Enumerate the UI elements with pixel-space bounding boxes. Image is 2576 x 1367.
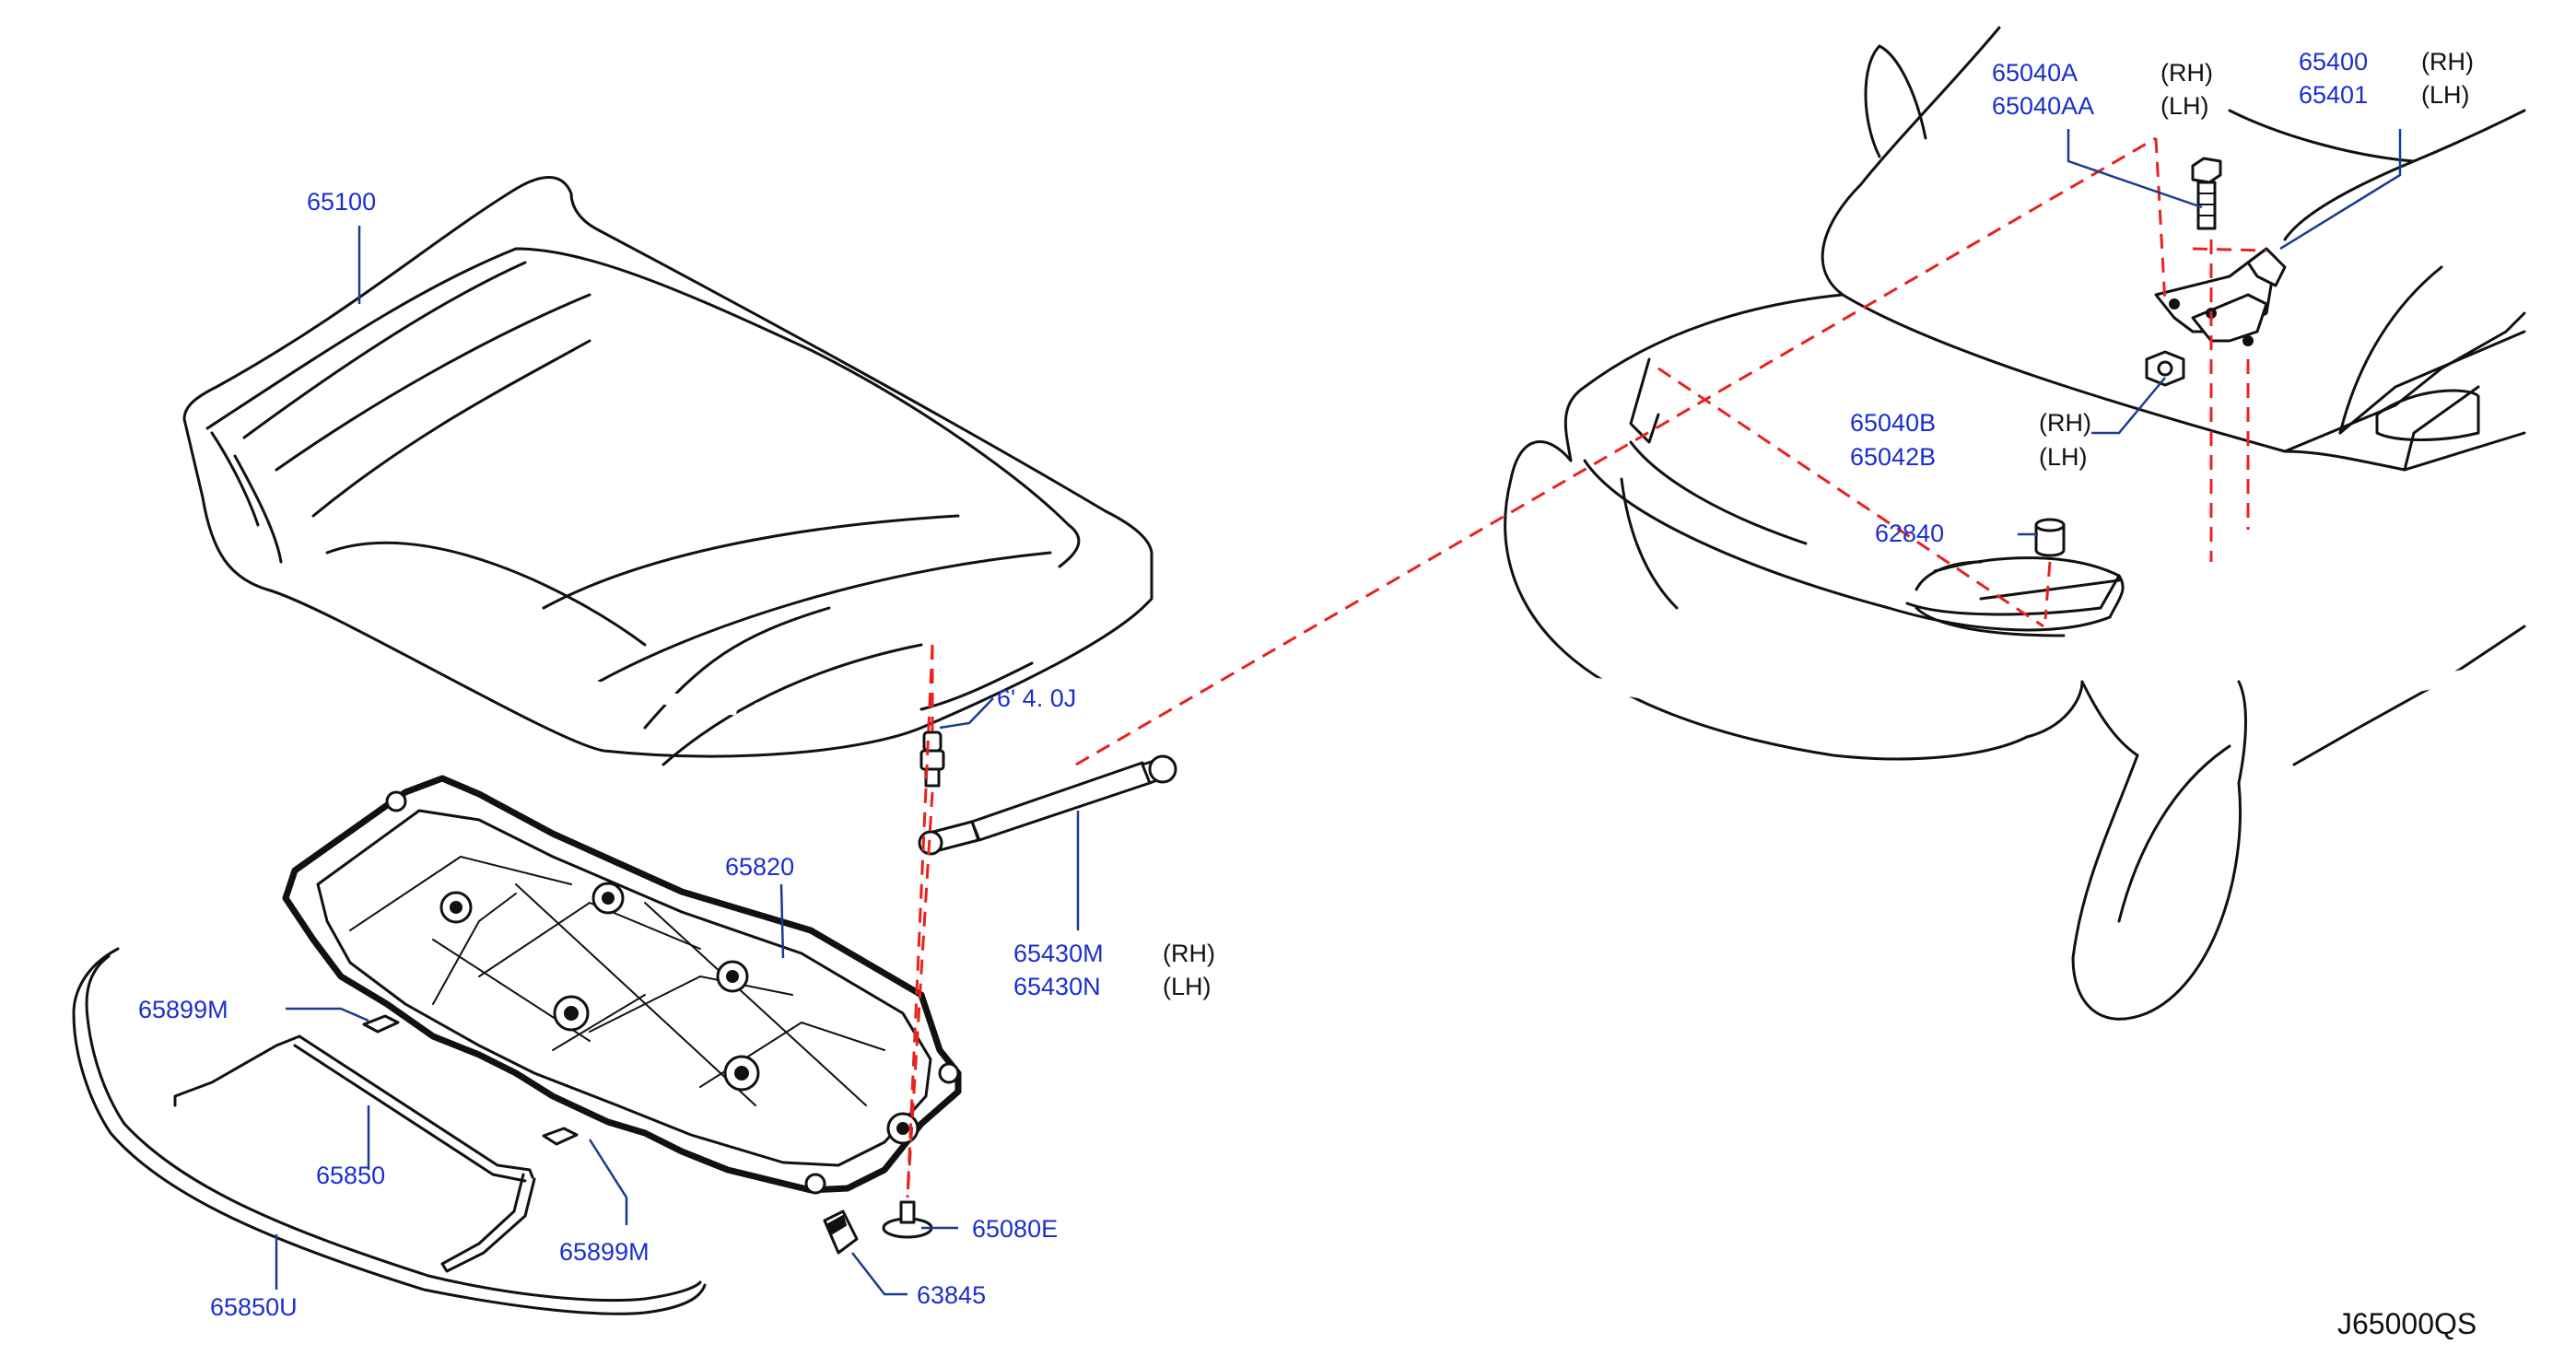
label-65040a: 65040A [1992, 59, 2078, 87]
label-65401-tag: (LH) [2421, 81, 2470, 109]
label-65430m: 65430M [1013, 940, 1104, 967]
hood-front-seal[interactable] [173, 1034, 536, 1273]
label-65080e: 65080E [972, 1215, 1058, 1243]
label-65400: 65400 [2299, 48, 2368, 76]
clip-lower[interactable] [542, 1127, 579, 1146]
leader-lines [275, 129, 2402, 1296]
label-65040b: 65040B [1850, 409, 1936, 437]
label-65430j: 6ʹ 4. 0J [997, 684, 1076, 712]
label-63845: 63845 [917, 1281, 986, 1309]
stay-ball-stud[interactable] [919, 730, 945, 788]
label-65850u: 65850U [210, 1293, 298, 1321]
label-65040a-tag: (RH) [2160, 59, 2213, 87]
hood-insulator[interactable] [282, 775, 962, 1195]
label-65899m-lower: 65899M [559, 1238, 650, 1266]
assembly-lines [906, 136, 2267, 1198]
bumper-rubber[interactable] [823, 1209, 859, 1255]
label-65042b: 65042B [1850, 443, 1936, 471]
label-65040b-tag: (RH) [2039, 409, 2091, 437]
hood-grommet[interactable] [882, 1200, 933, 1239]
label-65040aa: 65040AA [1992, 92, 2094, 120]
label-65820: 65820 [725, 853, 794, 881]
clip-upper[interactable] [362, 1014, 400, 1034]
label-65400-tag: (RH) [2421, 48, 2474, 76]
label-65430n: 65430N [1013, 973, 1101, 1000]
hood-stay[interactable] [918, 754, 1177, 856]
hood-panel[interactable] [182, 176, 1153, 766]
label-65042b-tag: (LH) [2039, 443, 2088, 471]
hood-bumper[interactable] [2034, 518, 2066, 557]
label-65430m-tag: (RH) [1163, 940, 1215, 967]
hinge-bolt[interactable] [2191, 157, 2222, 230]
label-65040aa-tag: (LH) [2160, 92, 2209, 120]
label-65430n-tag: (LH) [1163, 973, 1212, 1000]
hood-lower-seal[interactable] [72, 947, 707, 1315]
label-65401: 65401 [2299, 81, 2368, 109]
hood-hinge[interactable] [2154, 247, 2287, 346]
label-62840: 62840 [1875, 520, 1944, 547]
vehicle-body-outline [1504, 26, 2526, 1021]
label-65100: 65100 [307, 188, 376, 216]
label-65850: 65850 [316, 1162, 385, 1189]
hinge-nut[interactable] [2145, 350, 2185, 387]
diagram-code: J65000QS [2337, 1307, 2476, 1340]
label-65899m-upper: 65899M [138, 996, 228, 1023]
